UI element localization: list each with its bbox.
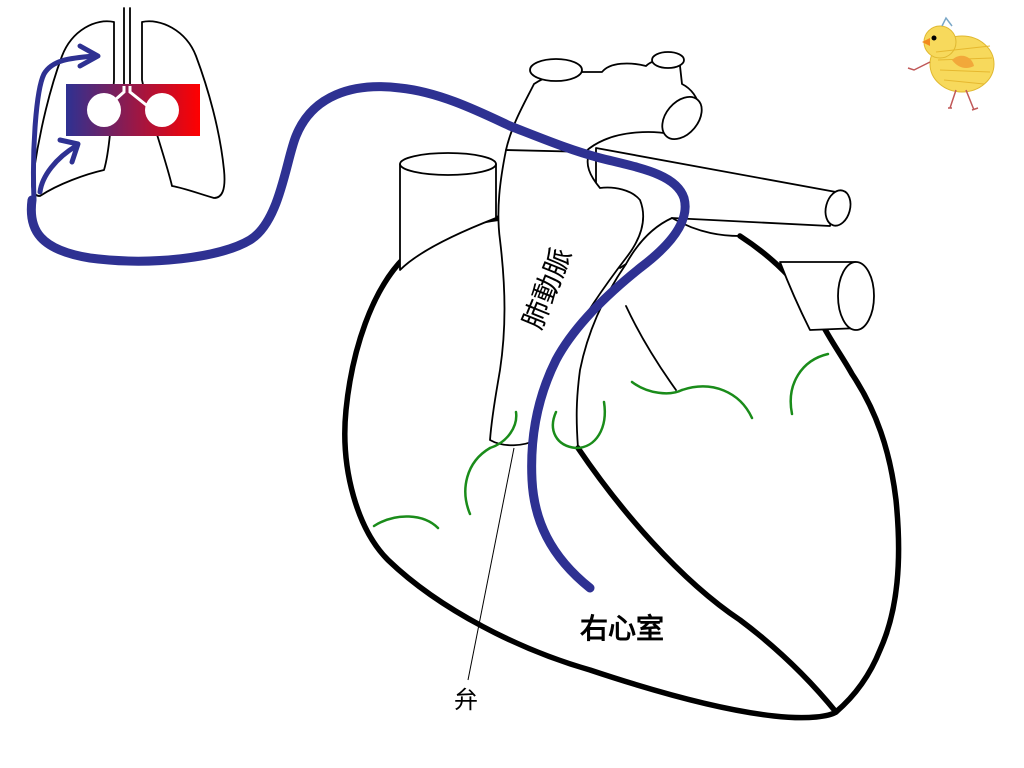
- blood-flow-path: [26, 82, 690, 593]
- gas-exchange-box: [66, 84, 200, 136]
- lung-arrow-lower: [37, 143, 79, 195]
- valves: [372, 352, 830, 530]
- alveolus-left: [87, 93, 121, 127]
- duck-mascot-icon: [907, 16, 995, 111]
- lung-arrow-upper: [30, 53, 97, 203]
- valve-label: 弁: [454, 686, 478, 714]
- lungs-icon: [30, 7, 226, 203]
- valve-pointer-line: [467, 447, 515, 681]
- pulmonary-trunk: [489, 149, 644, 447]
- ventricle-label: 右心室: [580, 612, 664, 645]
- alveolus-right: [145, 93, 179, 127]
- vena-cava: [399, 163, 497, 271]
